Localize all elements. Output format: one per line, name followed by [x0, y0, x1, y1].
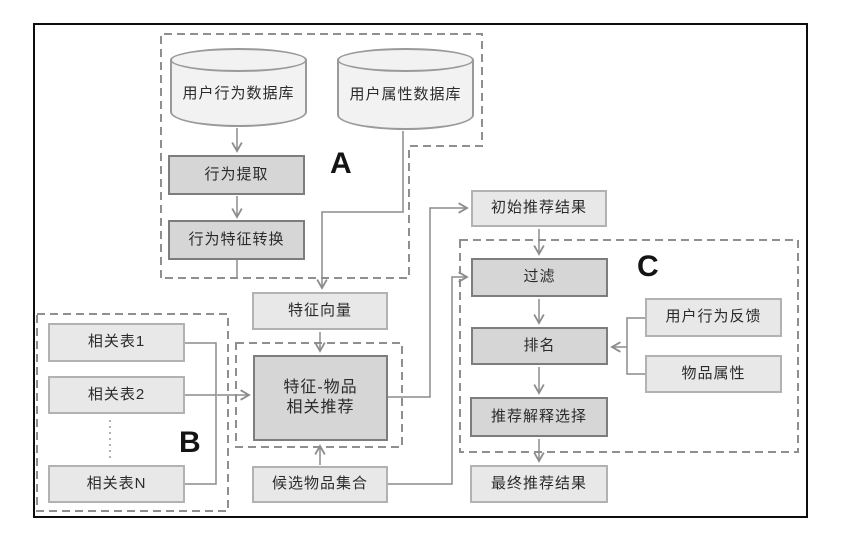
node-related-table-2: 相关表2	[48, 376, 185, 414]
section-c-dashed-border	[459, 239, 799, 453]
node-related-table-1: 相关表1	[48, 323, 185, 362]
diagram-frame	[33, 23, 808, 518]
section-label-b: B	[179, 426, 201, 459]
cylinder-body: 用户行为数据库	[170, 59, 307, 127]
node-feature-vector: 特征向量	[252, 292, 388, 330]
node-behavior-feature-conversion: 行为特征转换	[168, 220, 305, 260]
node-final-recommendation-result: 最终推荐结果	[470, 465, 608, 503]
node-label: 用户属性数据库	[349, 86, 462, 103]
node-feature-item-recommendation: 特征-物品 相关推荐	[253, 355, 388, 441]
cylinder-top-ellipse	[337, 48, 474, 72]
edge-featureitem-to-initialresult	[388, 202, 469, 398]
cylinder-top-ellipse	[170, 48, 307, 72]
section-label-c: C	[637, 250, 659, 283]
node-recommendation-explanation-selection: 推荐解释选择	[470, 397, 608, 437]
node-filter: 过滤	[471, 258, 608, 297]
edge-relatedtables-bracket	[183, 342, 217, 485]
node-candidate-item-set: 候选物品集合	[252, 466, 388, 503]
section-b-dashed-border	[36, 313, 229, 512]
edge-feedback-attribute-bracket	[626, 317, 645, 375]
node-label-line1: 特征-物品	[283, 379, 358, 396]
node-behavior-extraction: 行为提取	[168, 155, 305, 195]
user-attribute-database-cylinder: 用户属性数据库	[337, 48, 474, 130]
node-label-line2: 相关推荐	[286, 399, 355, 416]
user-behavior-database-cylinder: 用户行为数据库	[170, 48, 307, 127]
section-a-dashed-border	[160, 33, 483, 279]
node-item-attribute: 物品属性	[645, 355, 782, 393]
node-user-behavior-feedback: 用户行为反馈	[645, 298, 782, 337]
edge-attributedb-to-featurevector	[316, 131, 404, 290]
node-related-table-n: 相关表N	[48, 465, 185, 503]
node-label: 用户行为数据库	[182, 84, 295, 102]
section-label-a: A	[330, 147, 352, 180]
node-initial-recommendation-result: 初始推荐结果	[471, 190, 607, 227]
edge-candidateset-to-filter	[387, 271, 469, 485]
node-ranking: 排名	[471, 327, 608, 365]
